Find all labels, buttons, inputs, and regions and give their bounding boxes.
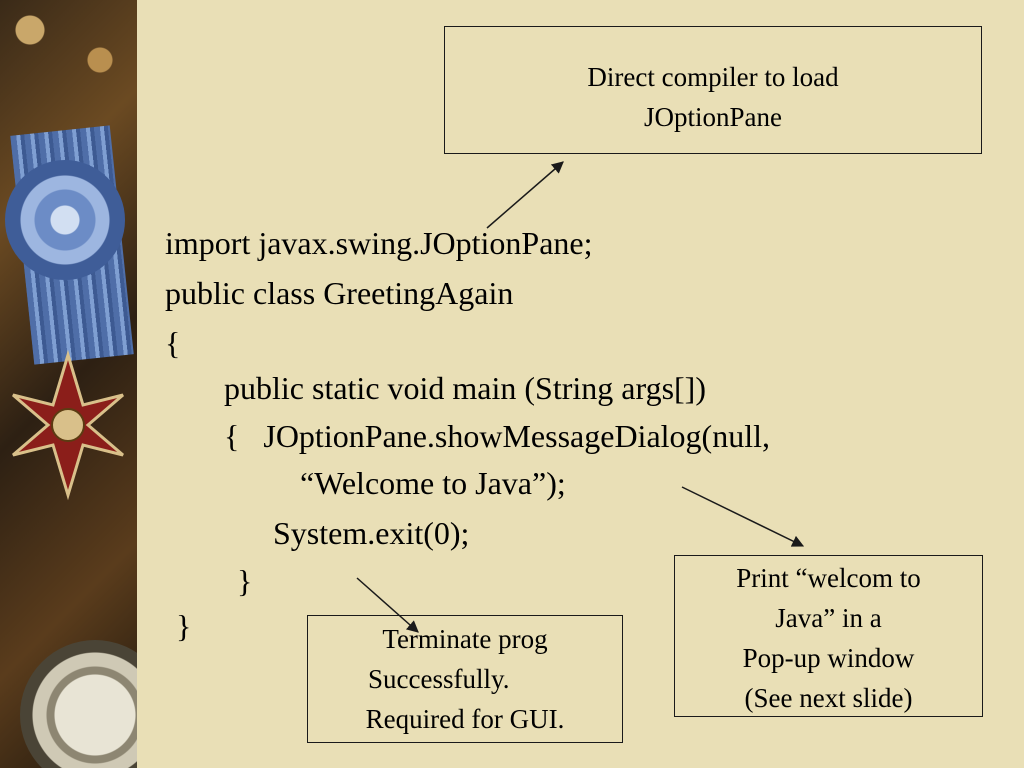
maltese-cross-icon [12, 349, 124, 501]
exit-callout-line-2: Successfully. [368, 664, 510, 694]
print-callout: Print “welcom to Java” in a Pop-up windo… [674, 555, 983, 717]
code-line-class: public class GreetingAgain [165, 275, 514, 311]
import-callout-line-2: JOptionPane [644, 102, 782, 132]
print-callout-line-2: Java” in a [775, 603, 882, 633]
import-arrow [486, 161, 564, 229]
exit-callout-line-1: Terminate prog [382, 624, 548, 654]
code-line-main: public static void main (String args[]) [224, 370, 706, 406]
code-line-welcome: “Welcome to Java”); [300, 465, 566, 501]
code-line-open-brace: { [165, 325, 181, 361]
exit-callout-line-3: Required for GUI. [365, 704, 565, 734]
code-line-exit: System.exit(0); [273, 515, 470, 551]
code-line-close-inner: } [237, 563, 253, 599]
medal-decoration-image [0, 0, 137, 768]
compass-decoration [20, 640, 137, 768]
exit-callout: Terminate prog Successfully. Required fo… [307, 615, 623, 743]
code-line-showmessage: { JOptionPane.showMessageDialog(null, [224, 418, 770, 454]
print-arrow [681, 486, 805, 547]
code-line-import: import javax.swing.JOptionPane; [165, 225, 593, 261]
print-callout-line-3: Pop-up window [742, 643, 915, 673]
rosette-decoration [5, 160, 125, 280]
code-line-close-outer: } [176, 608, 192, 644]
print-callout-line-1: Print “welcom to [736, 563, 921, 593]
import-callout: Direct compiler to load JOptionPane [444, 26, 982, 154]
print-callout-line-4: (See next slide) [744, 683, 913, 713]
import-callout-line-1: Direct compiler to load [587, 62, 839, 92]
